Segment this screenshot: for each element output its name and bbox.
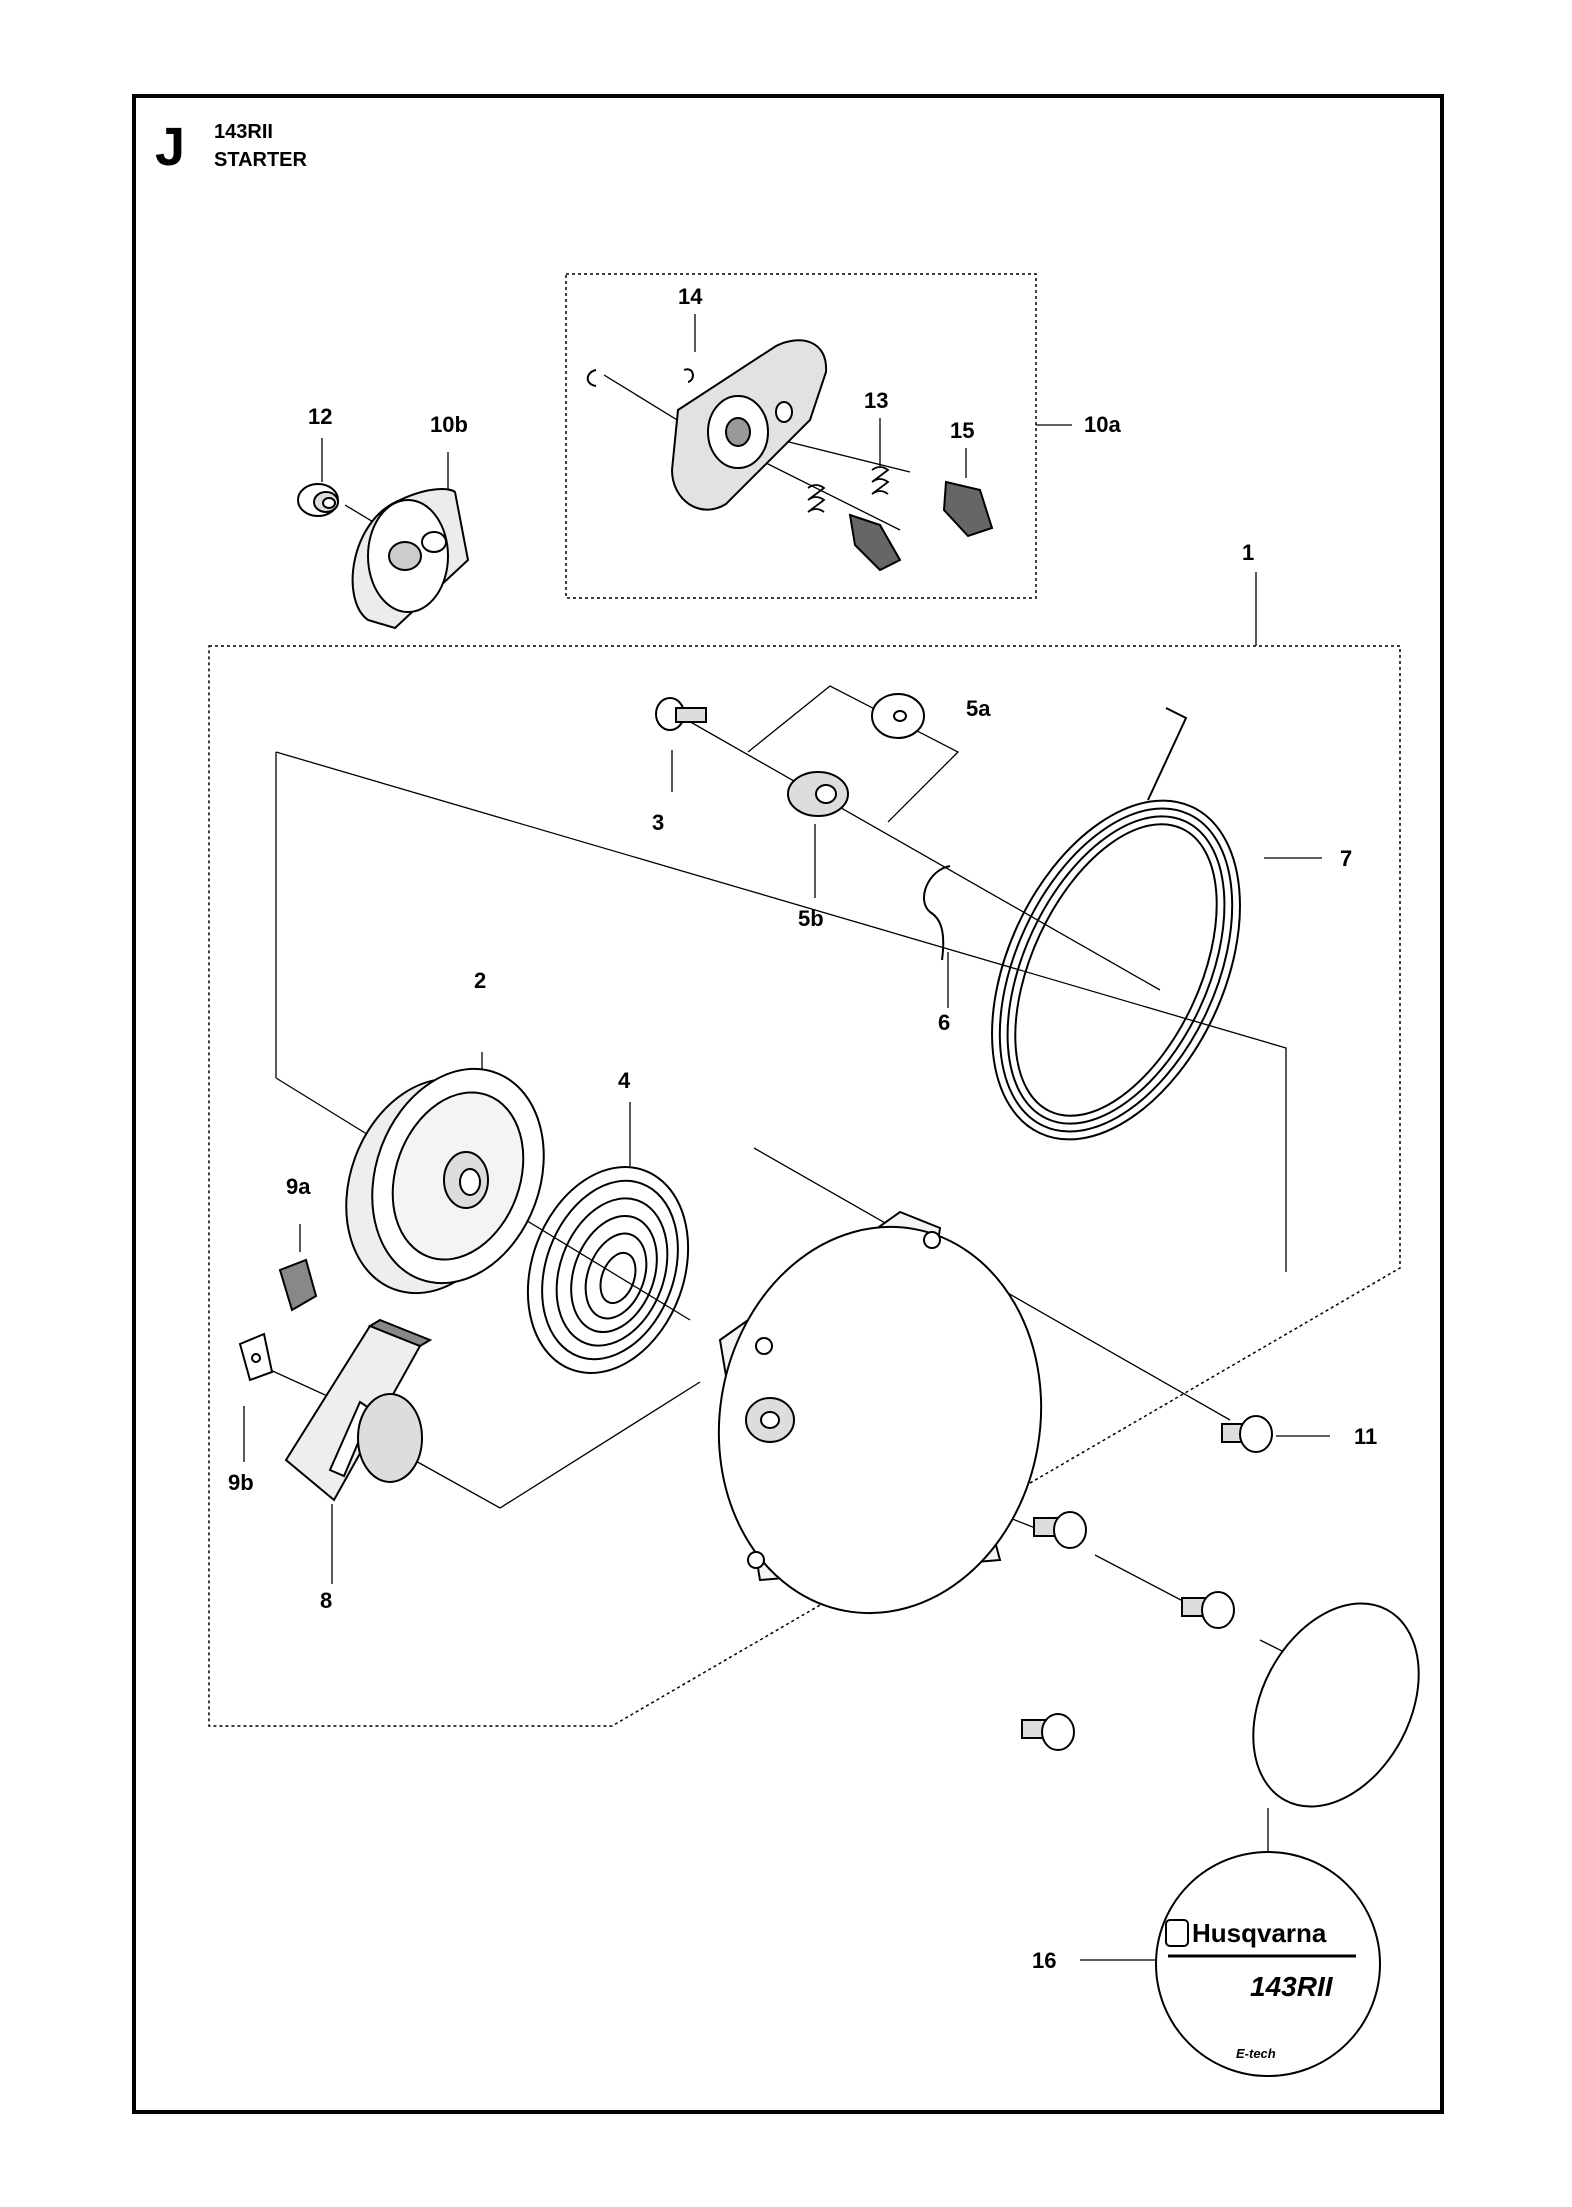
part-10a-assembly [586,339,994,572]
part-9b-plate [238,1332,274,1382]
screw-3 [1181,1591,1235,1629]
page-frame [132,94,1444,2114]
label-15: 15 [950,418,974,443]
screw-4 [1021,1713,1075,1751]
label-6: 6 [938,1010,950,1035]
label-1: 1 [1242,540,1254,565]
label-9a: 9a [286,1174,311,1199]
screw-set [1021,1415,1273,1751]
label-4: 4 [618,1068,631,1093]
part-3-bolt [655,697,707,731]
decal-model: 143RII [1250,1971,1334,2002]
label-13: 13 [864,388,888,413]
label-3: 3 [652,810,664,835]
group-box-10a [565,273,1037,599]
part-4-spiral-spring [526,1166,690,1374]
label-14: 14 [678,284,703,309]
label-2: 2 [474,968,486,993]
part-7-spring [991,707,1241,1141]
part-5b-hub [787,771,849,817]
screw-2 [1033,1511,1087,1549]
label-11: 11 [1354,1424,1377,1449]
part-6-clip [923,865,951,961]
part-10b-disc [351,488,470,630]
section-title: STARTER [214,149,308,171]
label-9b: 9b [228,1470,254,1495]
label-5a: 5a [966,696,991,721]
husqvarna-logo-icon [1165,1919,1189,1947]
label-16: 16 [1032,1948,1056,1973]
label-5b: 5b [798,906,824,931]
cover-cap-disc [1252,1602,1420,1808]
part-11-screw [1221,1415,1273,1453]
part-12-nut [297,483,339,517]
model-title: 143RII [214,121,273,143]
starter-housing [717,1210,1043,1615]
label-7: 7 [1340,846,1352,871]
label-10a: 10a [1084,412,1121,437]
part-2-pulley [345,1067,545,1295]
part-9a-block [278,1258,318,1312]
decal-brand: Husqvarna [1192,1918,1327,1948]
section-letter: J [155,117,185,177]
label-leaders [243,314,1330,1961]
label-12: 12 [308,404,332,429]
part-8-handle [284,1318,433,1502]
part-5a-washer [871,693,925,739]
label-8: 8 [320,1588,332,1613]
part-16-decal: Husqvarna 143RII E-tech [1155,1851,1381,2077]
label-10b: 10b [430,412,468,437]
decal-tag: E-tech [1236,2046,1276,2061]
